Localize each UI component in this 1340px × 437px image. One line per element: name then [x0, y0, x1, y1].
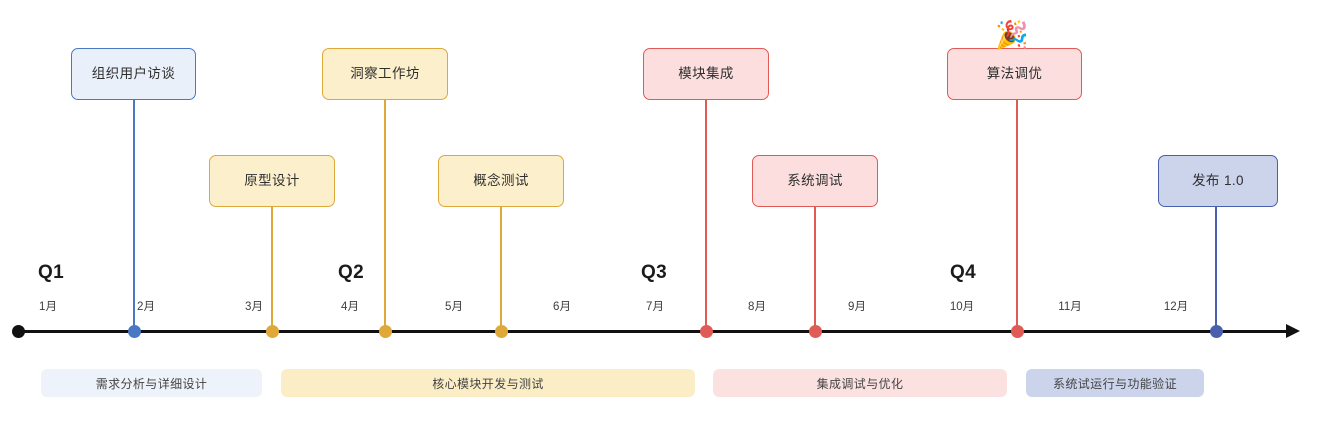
timeline-axis — [18, 330, 1290, 333]
axis-marker-dot — [1209, 325, 1223, 338]
milestone-label: 算法调优 — [986, 66, 1043, 82]
axis-marker-dot — [127, 325, 141, 338]
month-label: 8月 — [748, 301, 766, 313]
phase-bar-label: 系统试运行与功能验证 — [1052, 376, 1177, 391]
axis-arrow-icon — [1286, 324, 1300, 338]
month-label: 1月 — [39, 301, 57, 313]
quarter-label: Q1 — [38, 262, 64, 283]
quarter-label: Q3 — [641, 262, 667, 283]
milestone-label: 系统调试 — [787, 173, 843, 189]
month-label: 5月 — [445, 301, 463, 313]
milestone-label: 组织用户访谈 — [91, 66, 176, 82]
axis-marker-dot — [808, 325, 822, 338]
month-label: 7月 — [646, 301, 664, 313]
month-label: 10月 — [949, 301, 975, 313]
quarter-label: Q4 — [950, 262, 976, 283]
party-popper-icon: 🎉 — [995, 20, 1029, 50]
milestone-card[interactable]: 发布 1.0 — [1158, 155, 1278, 207]
milestone-label: 原型设计 — [244, 173, 300, 189]
milestone-connector — [1016, 100, 1018, 332]
milestone-label: 概念测试 — [473, 173, 529, 189]
phase-bar[interactable]: 系统试运行与功能验证 — [1026, 369, 1204, 397]
phase-bar[interactable]: 核心模块开发与测试 — [281, 369, 695, 397]
phase-bar-label: 需求分析与详细设计 — [95, 376, 208, 391]
month-label: 6月 — [553, 301, 571, 313]
phase-bar[interactable]: 集成调试与优化 — [713, 369, 1007, 397]
milestone-card[interactable]: 洞察工作坊 — [322, 48, 448, 100]
milestone-connector — [271, 207, 273, 332]
axis-marker-dot — [265, 325, 279, 338]
milestone-connector — [500, 207, 502, 332]
milestone-card[interactable]: 模块集成 — [643, 48, 769, 100]
milestone-connector — [814, 207, 816, 332]
month-label: 9月 — [848, 301, 866, 313]
milestone-label: 发布 1.0 — [1192, 173, 1244, 189]
month-label: 3月 — [245, 301, 263, 313]
milestone-connector — [133, 100, 135, 332]
phase-bar[interactable]: 需求分析与详细设计 — [41, 369, 262, 397]
milestone-card[interactable]: 算法调优 — [947, 48, 1082, 100]
month-label: 4月 — [341, 301, 359, 313]
milestone-connector — [1215, 207, 1217, 332]
milestone-label: 模块集成 — [678, 66, 734, 82]
milestone-card[interactable]: 组织用户访谈 — [71, 48, 196, 100]
quarter-label: Q2 — [338, 262, 364, 283]
month-label: 2月 — [137, 301, 155, 313]
milestone-card[interactable]: 系统调试 — [752, 155, 878, 207]
month-label: 11月 — [1058, 301, 1082, 313]
milestone-connector — [384, 100, 386, 332]
milestone-card[interactable]: 概念测试 — [438, 155, 564, 207]
axis-marker-dot — [12, 325, 25, 338]
phase-bar-label: 核心模块开发与测试 — [432, 376, 544, 391]
milestone-label: 洞察工作坊 — [350, 66, 420, 82]
axis-marker-dot — [699, 325, 713, 338]
month-label: 12月 — [1163, 301, 1189, 313]
phase-bar-label: 集成调试与优化 — [816, 376, 904, 391]
axis-marker-dot — [378, 325, 392, 338]
axis-marker-dot — [494, 325, 508, 338]
milestone-card[interactable]: 原型设计 — [209, 155, 335, 207]
axis-marker-dot — [1010, 325, 1024, 338]
milestone-connector — [705, 100, 707, 332]
